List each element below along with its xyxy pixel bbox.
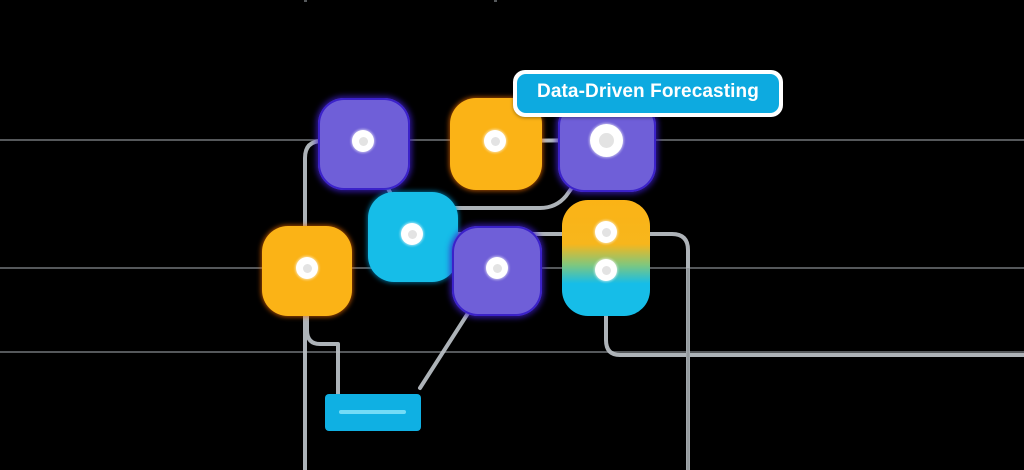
node-port-1[interactable] xyxy=(352,130,374,152)
port-core-icon xyxy=(358,136,368,146)
node-port-2[interactable] xyxy=(484,130,506,152)
node-port-3-selected[interactable] xyxy=(590,124,623,157)
node-port-5[interactable] xyxy=(401,223,423,245)
port-core-icon xyxy=(601,265,611,275)
node-label-tooltip[interactable]: Data-Driven Forecasting xyxy=(513,70,783,117)
port-core-icon xyxy=(601,227,611,237)
placeholder-card-bar xyxy=(339,410,406,414)
node-port-6[interactable] xyxy=(486,257,508,279)
node-port-7[interactable] xyxy=(595,221,617,243)
port-core-icon xyxy=(599,133,614,148)
node-port-4[interactable] xyxy=(296,257,318,279)
placeholder-card[interactable] xyxy=(325,394,421,431)
graph-node-blended-orange-cyan[interactable] xyxy=(562,200,650,316)
port-core-icon xyxy=(492,263,502,273)
gridline-vertical-1 xyxy=(304,0,307,2)
port-core-icon xyxy=(407,229,417,239)
gridline-vertical-2 xyxy=(494,0,497,2)
edge-n7-bottombus xyxy=(604,268,1024,357)
node-port-8[interactable] xyxy=(595,259,617,281)
port-core-icon xyxy=(302,263,312,273)
node-label-tooltip-text: Data-Driven Forecasting xyxy=(517,74,779,113)
gridline-horizontal-3 xyxy=(0,351,1024,353)
port-core-icon xyxy=(490,136,500,146)
